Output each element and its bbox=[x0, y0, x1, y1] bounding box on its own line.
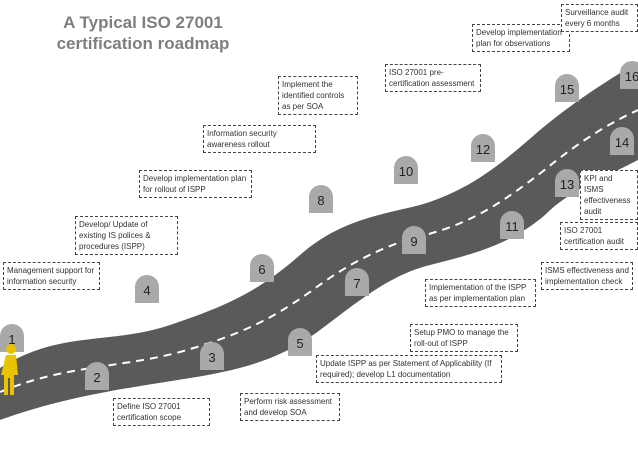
milestone-tombstone bbox=[85, 362, 109, 390]
milestone-tombstone bbox=[402, 226, 426, 254]
note-setup-pmo: Setup PMO to manage the roll-out of ISPP bbox=[410, 324, 518, 352]
milestone-tombstone bbox=[135, 275, 159, 303]
milestone-marker-13: 13 bbox=[555, 169, 579, 197]
note-awareness-rollout: Information security awareness rollout bbox=[203, 125, 316, 153]
note-define-scope: Define ISO 27001 certification scope bbox=[113, 398, 210, 426]
milestone-tombstone bbox=[200, 342, 224, 370]
milestone-number: 12 bbox=[476, 142, 490, 157]
milestone-tombstone bbox=[345, 268, 369, 296]
milestone-tombstone bbox=[394, 156, 418, 184]
milestone-marker-9: 9 bbox=[402, 226, 426, 254]
milestone-tombstone bbox=[555, 169, 579, 197]
note-management-support: Management support for information secur… bbox=[3, 262, 100, 290]
milestone-number: 3 bbox=[208, 350, 215, 365]
milestone-number: 5 bbox=[296, 336, 303, 351]
milestone-marker-11: 11 bbox=[500, 211, 524, 239]
note-update-ispp: Update ISPP as per Statement of Applicab… bbox=[316, 355, 502, 383]
milestone-tombstone bbox=[500, 211, 524, 239]
note-implementation-plan: Develop implementation plan for rollout … bbox=[139, 170, 252, 198]
note-surveillance-audit: Surveillance audit every 6 months bbox=[561, 4, 638, 32]
milestone-tombstone bbox=[555, 74, 579, 102]
milestone-tombstone bbox=[610, 127, 634, 155]
note-observations-plan: Develop implementation plan for observat… bbox=[472, 24, 570, 52]
milestone-number: 13 bbox=[560, 177, 574, 192]
note-isms-effectiveness: ISMS effectiveness and implementation ch… bbox=[541, 262, 633, 290]
road-centerline bbox=[0, 109, 638, 393]
note-certification-audit: ISO 27001 certification audit bbox=[560, 222, 638, 250]
milestone-marker-12: 12 bbox=[471, 134, 495, 162]
milestone-marker-3: 3 bbox=[200, 342, 224, 370]
note-ispp-implementation: Implementation of the ISPP as per implem… bbox=[425, 279, 536, 307]
milestone-marker-1: 1 bbox=[0, 324, 24, 352]
milestone-number: 9 bbox=[410, 234, 417, 249]
milestone-number: 15 bbox=[560, 82, 574, 97]
milestone-marker-8: 8 bbox=[309, 185, 333, 213]
diagram-title: A Typical ISO 27001 certification roadma… bbox=[56, 13, 230, 53]
milestone-number: 8 bbox=[317, 193, 324, 208]
milestone-marker-5: 5 bbox=[288, 328, 312, 356]
milestone-number: 2 bbox=[93, 370, 100, 385]
milestone-number: 6 bbox=[258, 262, 265, 277]
milestone-number: 10 bbox=[399, 164, 413, 179]
milestone-marker-4: 4 bbox=[135, 275, 159, 303]
milestone-tombstone bbox=[471, 134, 495, 162]
milestone-marker-15: 15 bbox=[555, 74, 579, 102]
note-kpi-audit: KPI and ISMS effectiveness audit bbox=[580, 170, 638, 220]
milestone-number: 16 bbox=[625, 69, 638, 84]
milestone-number: 11 bbox=[505, 219, 519, 234]
milestone-marker-16: 16 bbox=[620, 61, 638, 89]
milestone-marker-2: 2 bbox=[85, 362, 109, 390]
milestone-number: 4 bbox=[143, 283, 150, 298]
note-implement-controls: Implement the identified controls as per… bbox=[278, 76, 358, 115]
milestone-number: 1 bbox=[8, 332, 15, 347]
milestone-tombstone bbox=[0, 324, 24, 352]
milestone-tombstone bbox=[250, 254, 274, 282]
milestone-marker-7: 7 bbox=[345, 268, 369, 296]
milestone-marker-6: 6 bbox=[250, 254, 274, 282]
road bbox=[0, 62, 638, 420]
note-pre-certification: ISO 27001 pre-certification assessment bbox=[385, 64, 481, 92]
milestone-marker-10: 10 bbox=[394, 156, 418, 184]
person-icon bbox=[1, 344, 18, 395]
milestone-tombstone bbox=[288, 328, 312, 356]
milestone-marker-14: 14 bbox=[610, 127, 634, 155]
milestone-number: 7 bbox=[353, 276, 360, 291]
milestone-number: 14 bbox=[615, 135, 629, 150]
note-risk-assessment: Perform risk assessment and develop SOA bbox=[240, 393, 340, 421]
note-develop-ispp: Develop/ Update of existing IS polices &… bbox=[75, 216, 178, 255]
milestone-tombstone bbox=[309, 185, 333, 213]
milestone-tombstone bbox=[620, 61, 638, 89]
